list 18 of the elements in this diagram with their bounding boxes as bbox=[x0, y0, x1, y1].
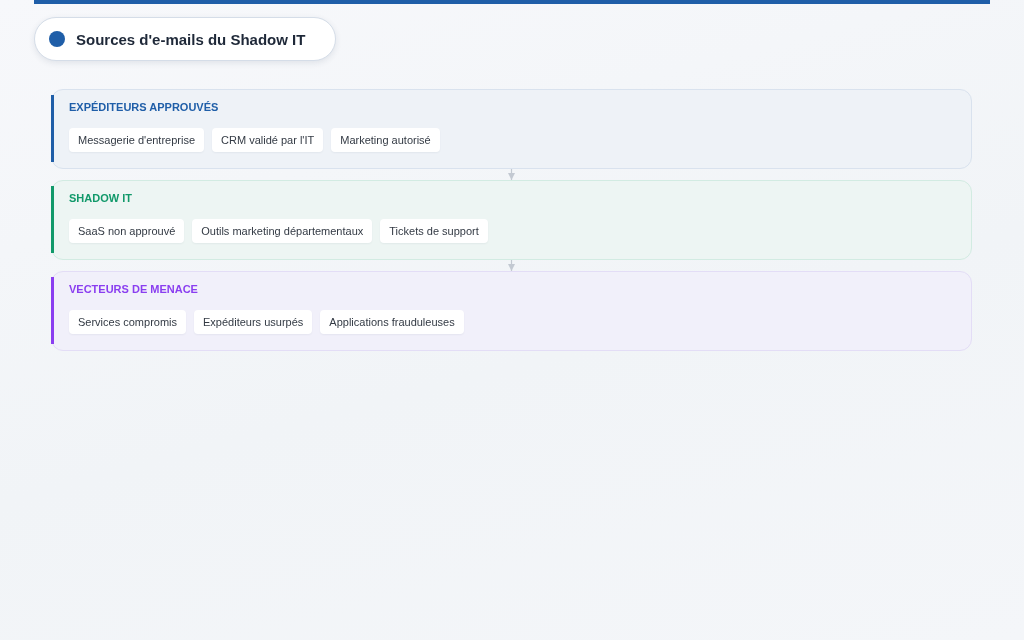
category-panel bbox=[51, 271, 972, 351]
category-tag: Tickets de support bbox=[380, 219, 488, 243]
category-tag: Expéditeurs usurpés bbox=[194, 310, 313, 334]
category-tag: Applications frauduleuses bbox=[320, 310, 464, 334]
category-panel bbox=[51, 89, 972, 169]
section-heading: VECTEURS DE MENACE bbox=[69, 282, 199, 296]
category-panel bbox=[51, 180, 972, 260]
category-tag: CRM validé par l'IT bbox=[212, 128, 324, 152]
arrow bbox=[508, 168, 515, 181]
category-tag: SaaS non approuvé bbox=[69, 219, 185, 243]
diagram-title: Sources d'e-mails du Shadow IT bbox=[76, 30, 306, 48]
category-tag: Services compromis bbox=[69, 310, 187, 334]
category-tag: Outils marketing départementaux bbox=[192, 219, 373, 243]
category-tag: Messagerie d'entreprise bbox=[69, 128, 205, 152]
arrow bbox=[508, 259, 515, 272]
section-heading: EXPÉDITEURS APPROUVÉS bbox=[69, 100, 220, 114]
section-heading: SHADOW IT bbox=[69, 191, 133, 205]
category-tag: Marketing autorisé bbox=[331, 128, 440, 152]
